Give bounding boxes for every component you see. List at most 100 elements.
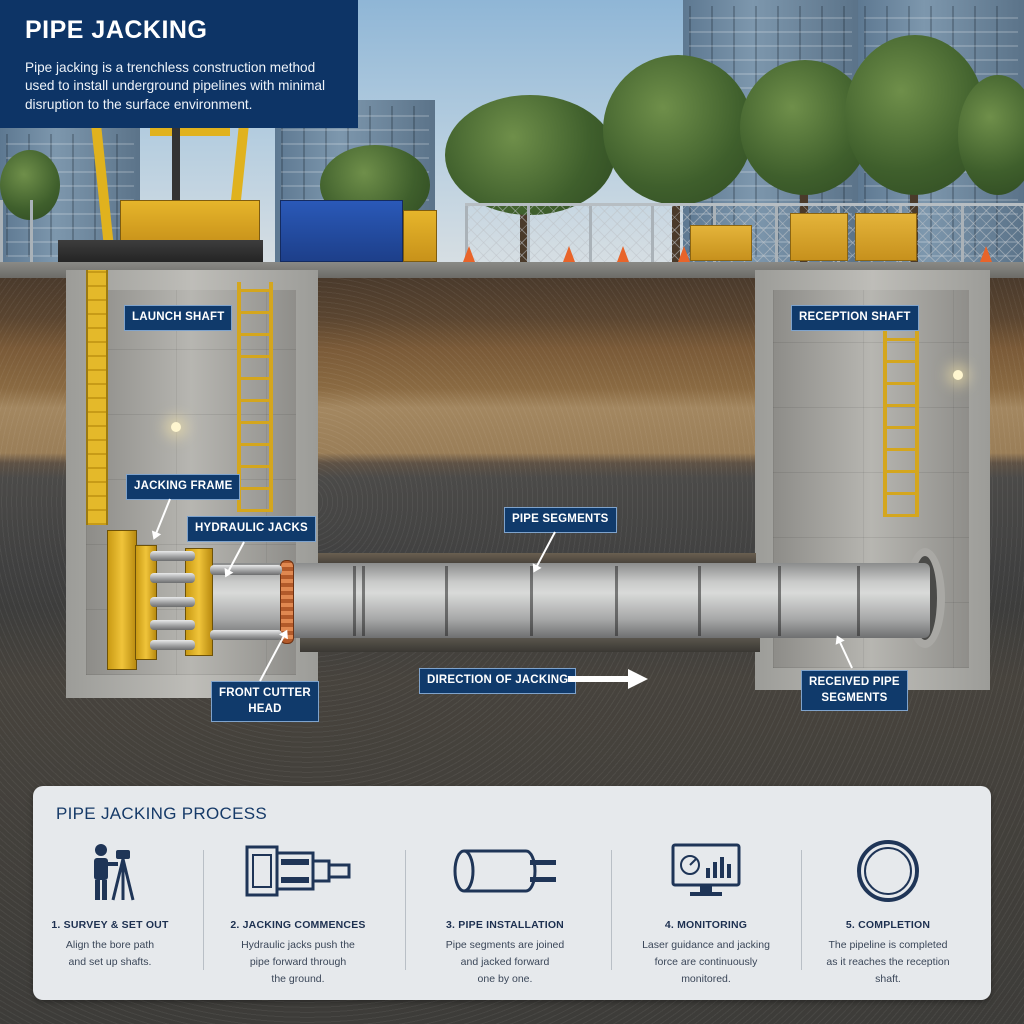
jacking-direction-arrowhead	[628, 669, 648, 689]
step-description-line: The pipeline is completed	[828, 939, 948, 951]
step-title: 3. PIPE INSTALLATION	[446, 919, 564, 931]
step-description-line: one by one.	[477, 972, 533, 985]
step-title: 2. JACKING COMMENCES	[230, 919, 366, 931]
traffic-cone	[563, 246, 575, 262]
step-description-line: and set up shafts.	[68, 955, 152, 968]
jacking-direction-arrow	[568, 676, 630, 682]
hydraulic-jack-icon	[203, 836, 393, 906]
step-title: 4. MONITORING	[664, 919, 748, 931]
generator	[855, 213, 917, 261]
slurry-pipe	[86, 270, 108, 525]
step-description: Pipe segments are joined and jacked forw…	[410, 937, 600, 987]
tree	[445, 95, 615, 215]
front-cutter-head	[280, 560, 294, 644]
monitor-icon	[611, 836, 801, 906]
pipe-joint	[778, 566, 781, 636]
pipeline	[205, 563, 930, 638]
step-description-line: Align the bore path	[65, 939, 155, 951]
jacking-power-unit	[120, 200, 260, 245]
step-description: Align the bore path and set up shafts.	[15, 937, 205, 971]
crane-hook	[172, 128, 180, 203]
jacking-frame-back-plate	[107, 530, 137, 670]
reception-shaft-ladder	[883, 322, 919, 517]
pipe-joint	[615, 566, 618, 636]
step-divider	[405, 850, 406, 970]
label-front-cutter-head: FRONT CUTTER HEAD	[211, 681, 319, 723]
hydraulic-jack-rod	[150, 620, 195, 630]
process-panel: PIPE JACKING PROCESS 1. SURVEY & SET OUT…	[33, 786, 991, 1000]
step-title: 5. COMPLETION	[845, 919, 931, 931]
step-divider	[801, 850, 802, 970]
label-jacking-frame: JACKING FRAME	[126, 474, 241, 500]
label-hydraulic-jacks: HYDRAULIC JACKS	[187, 516, 316, 542]
step-description: Hydraulic jacks push the pipe forward th…	[203, 937, 393, 987]
step-description-line: the ground.	[271, 972, 325, 985]
generator	[690, 225, 752, 261]
step-description-line: and jacked forward	[460, 955, 550, 968]
label-received-pipe-segments-line2: SEGMENTS	[821, 691, 888, 704]
step-description: The pipeline is completed as it reaches …	[793, 937, 983, 987]
step-title: 1. SURVEY & SET OUT	[51, 919, 169, 931]
pipe-joint	[353, 566, 356, 636]
tunnel-bed	[300, 636, 760, 652]
tunnel-crown	[318, 553, 756, 565]
label-direction-of-jacking: DIRECTION OF JACKING	[419, 668, 577, 694]
hydraulic-jack-rod	[150, 640, 195, 650]
pipe-icon	[410, 836, 600, 906]
tree	[958, 75, 1024, 195]
process-title: PIPE JACKING PROCESS	[56, 804, 267, 823]
step-description-line: Pipe segments are joined	[445, 939, 565, 951]
step-description-line: Hydraulic jacks push the	[241, 939, 355, 951]
process-step-pipe-installation: 3. PIPE INSTALLATION Pipe segments are j…	[410, 836, 600, 986]
launch-shaft-ladder	[237, 282, 273, 512]
tree	[603, 55, 753, 205]
process-step-jacking: 2. JACKING COMMENCES Hydraulic jacks pus…	[203, 836, 393, 986]
step-description-line: pipe forward through	[249, 955, 347, 968]
step-description-line: force are continuously	[654, 955, 758, 968]
pipe-joint	[530, 566, 533, 636]
control-cabin	[280, 200, 403, 262]
surveyor-icon	[15, 836, 205, 906]
hydraulic-jack-rod	[150, 551, 195, 561]
pipe-ring-icon	[793, 836, 983, 906]
page-description: Pipe jacking is a trenchless constructio…	[25, 60, 325, 112]
process-step-survey: 1. SURVEY & SET OUT Align the bore path …	[15, 836, 205, 986]
title-panel: PIPE JACKING Pipe jacking is a trenchles…	[0, 0, 358, 128]
step-divider	[611, 850, 612, 970]
step-description-line: shaft.	[875, 972, 901, 985]
shaft-lamp	[171, 422, 181, 432]
generator-unit	[403, 210, 437, 262]
pipe-joint	[698, 566, 701, 636]
process-step-completion: 5. COMPLETION The pipeline is completed …	[793, 836, 983, 986]
process-step-monitoring: 4. MONITORING Laser guidance and jacking…	[611, 836, 801, 986]
label-front-cutter-head-line1: FRONT CUTTER	[219, 687, 311, 699]
page-title: PIPE JACKING	[25, 16, 208, 44]
label-launch-shaft: LAUNCH SHAFT	[124, 305, 233, 331]
site-fence	[0, 200, 60, 262]
traffic-cone	[678, 246, 690, 262]
label-received-pipe-segments: RECEIVED PIPE SEGMENTS	[801, 670, 908, 712]
hydraulic-jack-rod	[210, 630, 282, 640]
pipe-joint	[857, 566, 860, 636]
crane-base	[58, 240, 263, 264]
label-pipe-segments: PIPE SEGMENTS	[504, 507, 617, 533]
step-description-line: monitored.	[681, 972, 731, 985]
traffic-cone	[463, 246, 475, 262]
step-divider	[203, 850, 204, 970]
pipe-joint	[362, 566, 365, 636]
shaft-lamp	[953, 370, 963, 380]
label-reception-shaft: RECEPTION SHAFT	[791, 305, 919, 331]
crane-beam	[150, 128, 230, 136]
label-received-pipe-segments-line1: RECEIVED PIPE	[809, 676, 900, 688]
traffic-cone	[617, 246, 629, 262]
traffic-cone	[980, 246, 992, 262]
pipe-joint	[445, 566, 448, 636]
step-description-line: Laser guidance and jacking	[642, 939, 770, 951]
step-description-line: as it reaches the reception	[826, 955, 950, 968]
hydraulic-jack-rod	[150, 573, 195, 583]
hydraulic-jack-rod	[210, 565, 282, 575]
hydraulic-jack-rod	[150, 597, 195, 607]
step-description: Laser guidance and jacking force are con…	[611, 937, 801, 987]
generator	[790, 213, 848, 261]
label-front-cutter-head-line2: HEAD	[248, 702, 282, 715]
